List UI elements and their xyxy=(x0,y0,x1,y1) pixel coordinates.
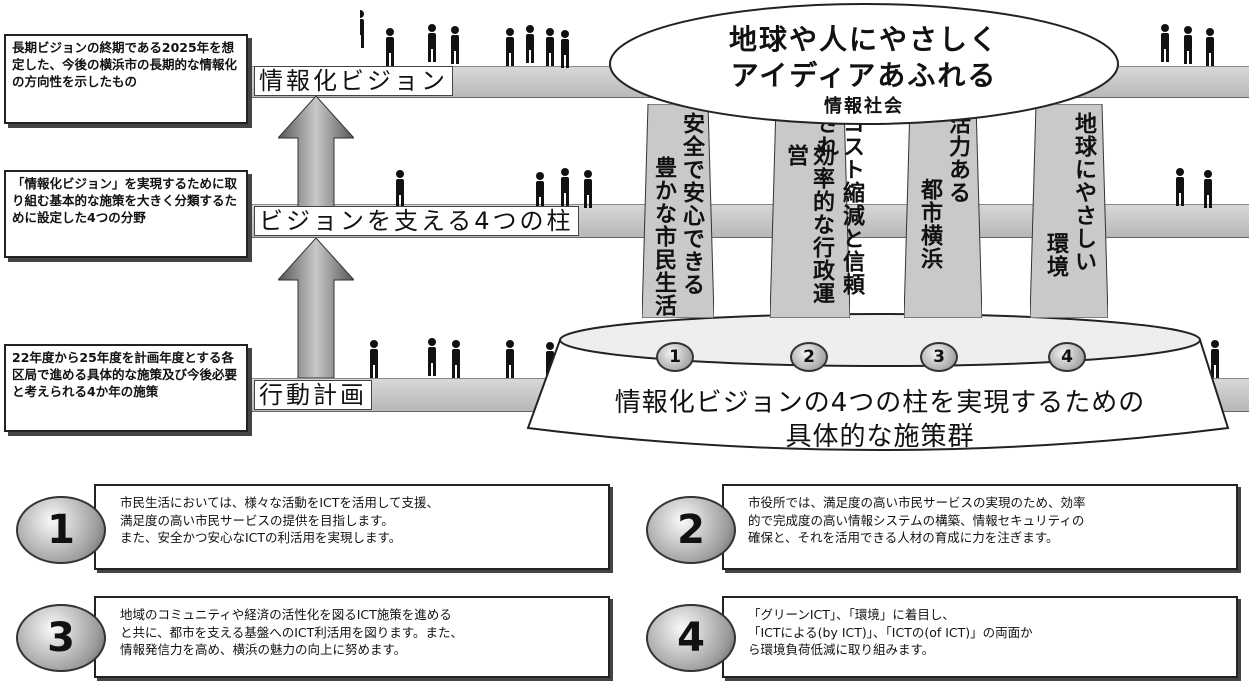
pillar-4: 環境 地球にやさしい xyxy=(1030,104,1108,318)
note-action-plan-text: 22年度から25年度を計画年度とする各区局で進める具体的な施策及び今後必要と考え… xyxy=(12,350,238,399)
vision-oval xyxy=(609,3,1119,125)
pillar-3-col2: 活力ある xyxy=(945,112,970,204)
description-2-line: 的で完成度の高い情報システムの構築、情報セキュリティの xyxy=(748,512,1085,528)
vision-text-line2: アイディアあふれる xyxy=(730,59,998,92)
description-4-line: 「ICTによる(by ICT)」、「ICTの(of ICT)」の両面か xyxy=(748,624,1033,640)
pillar-3-col1: 都市横浜 xyxy=(917,178,942,270)
description-3: 地域のコミュニティや経済の活性化を図るICT施策を進める と共に、都市を支える基… xyxy=(94,596,610,678)
up-arrow-icon xyxy=(278,238,354,378)
pillar-number-1: 1 xyxy=(656,342,694,372)
pillar-number-2: 2 xyxy=(790,342,828,372)
pillar-4-col2: 地球にやさしい xyxy=(1071,112,1096,273)
pillar-2: 効率的な行政運営 コスト縮減と信頼され xyxy=(770,104,864,318)
pillar-1-col1: 豊かな市民生活 xyxy=(651,156,676,317)
pillar-number-4: 4 xyxy=(1048,342,1086,372)
pillar-number-3: 3 xyxy=(920,342,958,372)
vision-text-line3: 情報社会 xyxy=(824,96,904,117)
band-label-vision: 情報化ビジョン xyxy=(254,66,453,96)
description-3-line: と共に、都市を支える基盤へのICT利活用を図ります。また、 xyxy=(120,624,464,640)
note-vision-text: 長期ビジョンの終期である2025年を想定した、今後の横浜市の長期的な情報化の方向… xyxy=(12,40,238,89)
number-3-coin: 3 xyxy=(16,604,106,672)
note-pillars: 「情報化ビジョン」を実現するために取り組む基本的な施策を大きく分類するために設定… xyxy=(4,170,248,258)
description-3-line: 情報発信力を高め、横浜の魅力の向上に努めます。 xyxy=(120,642,407,657)
people-silhouettes-icon xyxy=(360,10,1219,380)
description-1-line: また、安全かつ安心なICTの利活用を実現します。 xyxy=(120,530,402,545)
pillar-3: 都市横浜 活力ある xyxy=(904,104,982,318)
up-arrow-icon xyxy=(278,96,354,208)
vision-text-line1: 地球や人にやさしく xyxy=(728,23,999,56)
description-4-line: 「グリーンICT」、「環境」に着目し、 xyxy=(748,607,955,622)
note-vision: 長期ビジョンの終期である2025年を想定した、今後の横浜市の長期的な情報化の方向… xyxy=(4,34,248,124)
pillar-4-col1: 環境 xyxy=(1043,232,1068,278)
description-4: 「グリーンICT」、「環境」に着目し、 「ICTによる(by ICT)」、「IC… xyxy=(722,596,1238,678)
pillar-2-col2: コスト縮減と信頼され xyxy=(813,112,864,296)
number-1-coin: 1 xyxy=(16,496,106,564)
number-2-coin: 2 xyxy=(646,496,736,564)
description-4-line: ら環境負荷低減に取り組みます。 xyxy=(748,642,935,657)
base-text-line1: 情報化ビジョンの4つの柱を実現するための xyxy=(614,388,1146,418)
base-text-line2: 具体的な施策群 xyxy=(785,422,975,452)
band-label-action-plan: 行動計画 xyxy=(254,380,372,410)
description-2-line: 確保と、それを活用できる人材の育成に力を注ぎます。 xyxy=(748,530,1059,545)
note-pillars-text: 「情報化ビジョン」を実現するために取り組む基本的な施策を大きく分類するために設定… xyxy=(12,176,238,225)
description-2: 市役所では、満足度の高い市民サービスの実現のため、効率 的で完成度の高い情報シス… xyxy=(722,484,1238,570)
pillar-1: 豊かな市民生活 安全で安心できる xyxy=(642,104,714,318)
band-label-pillars: ビジョンを支える4つの柱 xyxy=(254,206,579,236)
description-2-line: 市役所では、満足度の高い市民サービスの実現のため、効率 xyxy=(748,495,1086,510)
note-action-plan: 22年度から25年度を計画年度とする各区局で進める具体的な施策及び今後必要と考え… xyxy=(4,344,248,432)
description-3-line: 地域のコミュニティや経済の活性化を図るICT施策を進める xyxy=(120,607,452,622)
description-1-line: 市民生活においては、様々な活動をICTを活用して支援、 xyxy=(120,495,440,510)
description-1: 市民生活においては、様々な活動をICTを活用して支援、 満足度の高い市民サービス… xyxy=(94,484,610,570)
pillar-1-col2: 安全で安心できる xyxy=(679,112,704,296)
description-1-line: 満足度の高い市民サービスの提供を目指します。 xyxy=(120,512,394,528)
number-4-coin: 4 xyxy=(646,604,736,672)
pillar-2-col1: 効率的な行政運営 xyxy=(783,144,834,305)
